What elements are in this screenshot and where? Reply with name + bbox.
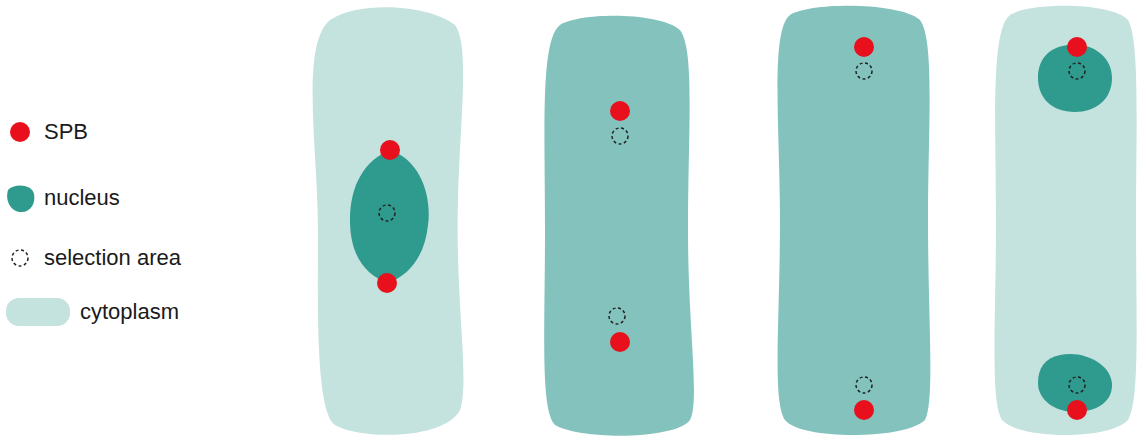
spb-dot (1067, 400, 1087, 420)
nucleus-shape (350, 150, 429, 283)
cytoplasm-shape (778, 6, 931, 435)
legend-label: SPB (44, 121, 88, 143)
spb-dot (854, 37, 874, 57)
spb-dot (610, 101, 630, 121)
legend-swatches (0, 0, 300, 443)
selection-area (1069, 63, 1085, 79)
legend-swatch-group (10, 122, 30, 142)
cytoplasm-shape (544, 16, 694, 436)
legend-label: nucleus (44, 187, 120, 209)
spb-dot (854, 400, 874, 420)
cytoplasm-shape (995, 6, 1137, 435)
selection-area (379, 205, 395, 221)
legend-label: selection area (44, 247, 181, 269)
legend-label: cytoplasm (80, 301, 179, 323)
spb-swatch (10, 122, 30, 142)
selection-swatch (12, 250, 28, 266)
legend-swatch-group (7, 185, 34, 212)
selection-area (612, 128, 628, 144)
spb-dot (377, 273, 397, 293)
legend-swatch-group (12, 250, 28, 266)
spb-dot (610, 332, 630, 352)
spb-dot (1067, 37, 1087, 57)
spb-dot (380, 140, 400, 160)
selection-area (856, 63, 872, 79)
nucleus-swatch (7, 185, 34, 212)
selection-area (1069, 377, 1085, 393)
cytoplasm-swatch (6, 298, 70, 326)
selection-area (609, 308, 625, 324)
cytoplasm-shape (313, 7, 464, 435)
legend-swatch-group (6, 298, 70, 326)
selection-area (856, 377, 872, 393)
